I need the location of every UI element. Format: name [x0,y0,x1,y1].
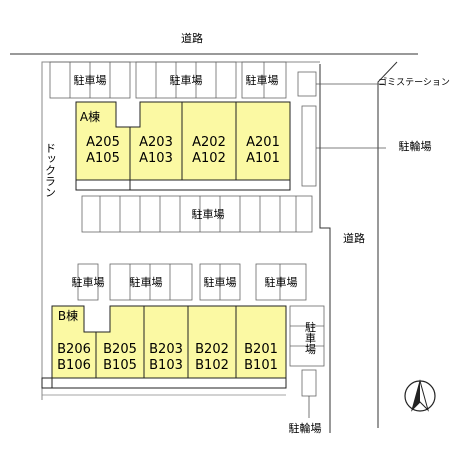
unit-a-lower-1: A105 [86,151,120,166]
unit-a-upper-2: A203 [139,135,173,150]
parking-row-middle [81,195,313,233]
unit-b-upper-1: B206 [57,342,91,357]
unit-b-upper-2: B205 [103,342,137,357]
unit-b-lower-2: B105 [103,358,137,373]
site-right-boundary [319,64,331,433]
unit-a-upper-3: A202 [192,135,226,150]
parking-label-9: 駐車場 [304,320,317,355]
parking-label-1: 駐車場 [74,73,107,87]
building-a-name: A棟 [80,109,100,124]
unit-b-upper-3: B203 [149,342,183,357]
parking-label-2: 駐車場 [170,73,203,87]
unit-b-upper-5: B201 [244,342,278,357]
parking-row-top [49,61,287,99]
building-b [41,305,287,396]
road-top-label: 道路 [181,31,203,45]
parking-label-6: 駐車場 [130,275,163,289]
building-b-name: B棟 [58,308,78,323]
north-arrow-icon [404,379,436,412]
dog-run-label: ドックラン [44,143,57,198]
parking-label-5: 駐車場 [72,275,105,289]
parking-column-right [289,305,325,367]
parking-label-4: 駐車場 [192,207,225,221]
garbage-station-label: ゴミステーション [378,76,450,88]
parking-label-7: 駐車場 [204,275,237,289]
unit-b-lower-3: B103 [149,358,183,373]
bicycle-parking-bottom [301,369,317,397]
unit-b-upper-4: B202 [195,342,229,357]
road-right-label: 道路 [343,231,365,245]
unit-b-lower-1: B106 [57,358,91,373]
building-a [75,101,291,191]
bicycle-parking-top [301,105,317,187]
unit-b-lower-4: B102 [195,358,229,373]
unit-a-upper-4: A201 [246,135,280,150]
unit-a-upper-1: A205 [86,135,120,150]
bicycle-parking-label-top: 駐輪場 [399,139,432,153]
bicycle-parking-label-bottom: 駐輪場 [289,421,322,435]
parking-label-8: 駐車場 [265,275,298,289]
unit-a-lower-3: A102 [192,151,226,166]
road-right-edge [377,61,398,428]
garbage-station-box [297,71,317,97]
unit-b-lower-5: B101 [244,358,278,373]
unit-a-lower-4: A101 [246,151,280,166]
parking-row-lower [77,263,307,301]
parking-label-3: 駐車場 [246,73,279,87]
unit-a-lower-2: A103 [139,151,173,166]
